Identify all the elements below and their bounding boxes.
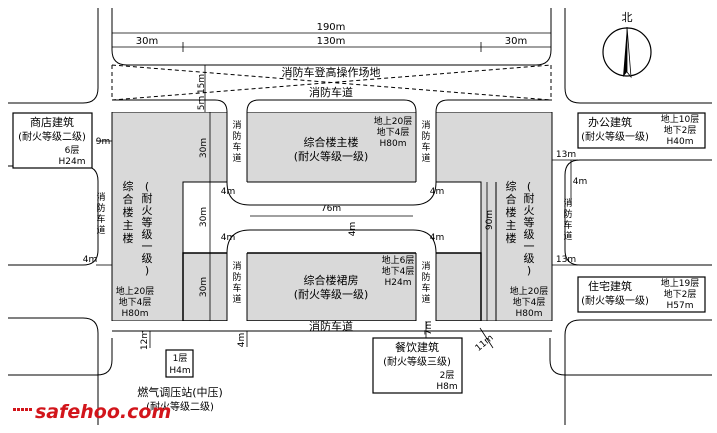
main-tower-top-name: 综合楼主楼 (304, 135, 359, 149)
right-tower-height: H80m (516, 309, 543, 319)
dim-130m: 130m (317, 36, 346, 47)
main-tower-top-height: H80m (380, 139, 407, 149)
housing-building: 住宅建筑 (耐火等级一级) 地上19层 地下2层 H57m (577, 276, 706, 313)
housing-height: H57m (667, 301, 694, 311)
housing-floors-b: 地下2层 (664, 288, 697, 300)
main-tower-top-grade: (耐火等级一级) (294, 149, 369, 163)
office-floors-b: 地下2层 (664, 124, 697, 136)
dim-4m-tl: 4m (221, 187, 236, 197)
main-tower-top-floors-a: 地上20层 (374, 115, 412, 127)
dim-4m-right: 4m (573, 177, 588, 187)
right-tower-floors-a: 地上20层 (510, 285, 548, 297)
left-tower-floors-b: 地下4层 (119, 296, 152, 308)
office-floors-a: 地上10层 (661, 113, 699, 125)
fire-lane-top-label: 消防车道 (309, 85, 353, 99)
dim-30m-top: 30m (199, 138, 209, 158)
lane-right-label: 消防车道 (563, 197, 572, 242)
watermark-text: safehoo.com (35, 401, 171, 423)
left-tower-name: 综合楼主楼 (123, 179, 134, 245)
gas-floors: 1层 (173, 353, 188, 364)
restaurant-building: 餐饮建筑 (耐火等级三级) 2层 H8m (372, 337, 463, 394)
housing-grade: (耐火等级一级) (581, 294, 649, 307)
left-tower-floors-a: 地上20层 (116, 285, 154, 297)
gas-height: H4m (169, 366, 190, 376)
dim-30m-right: 30m (505, 36, 527, 47)
shop-floors: 6层 (65, 145, 80, 156)
shop-height: H24m (59, 157, 86, 167)
dim-76m: 76m (321, 204, 341, 214)
podium-grade: (耐火等级一级) (294, 287, 369, 301)
housing-name: 住宅建筑 (588, 279, 632, 293)
dim-9m: 9m (96, 137, 111, 147)
right-tower-name: 综合楼主楼 (506, 179, 517, 245)
shop-building: 商店建筑 (耐火等级二级) 6层 H24m (12, 112, 93, 169)
fire-platform-dashes (111, 64, 552, 101)
shop-grade: (耐火等级二级) (18, 130, 86, 143)
dim-90m: 90m (485, 210, 495, 230)
podium-name: 综合楼裙房 (304, 273, 359, 287)
dim-4m-center: 4m (348, 222, 358, 237)
right-tower-grade: (耐火等级一级) (524, 180, 535, 277)
dim-5m: 5m (197, 96, 207, 111)
dim-4m-mr: 4m (430, 233, 445, 243)
office-building: 办公建筑 (耐火等级一级) 地上10层 地下2层 H40m (577, 112, 706, 149)
office-grade: (耐火等级一级) (581, 130, 649, 143)
dim-4m-ml: 4m (221, 233, 236, 243)
north-label: 北 (622, 11, 633, 24)
dim-7m: 7m (424, 321, 434, 336)
lane-v3-label: 消防车道 (232, 260, 241, 305)
north-arrow: 北 (602, 11, 652, 79)
dim-30m-mid: 30m (199, 207, 209, 227)
dim-4m-tr: 4m (430, 187, 445, 197)
fire-platform-label: 消防车登高操作场地 (282, 65, 381, 79)
lane-v4-label: 消防车道 (421, 260, 430, 305)
dim-13m-a: 13m (556, 150, 576, 160)
restaurant-name: 餐饮建筑 (395, 340, 439, 354)
main-site (105, 99, 559, 332)
restaurant-floors: 2层 (440, 370, 455, 381)
right-tower-floors-b: 地下4层 (513, 296, 546, 308)
gas-name: 燃气调压站(中压) (137, 385, 223, 399)
restaurant-grade: (耐火等级三级) (383, 355, 451, 368)
left-tower-grade: (耐火等级一级) (142, 180, 153, 277)
lane-v1-label: 消防车道 (232, 119, 241, 164)
podium-floors-b: 地下4层 (382, 265, 415, 277)
gas-station: 1层 H4m 燃气调压站(中压) (耐火等级二级) (137, 349, 223, 413)
dim-4m-bottom: 4m (237, 333, 247, 348)
left-tower-height: H80m (122, 309, 149, 319)
dim-15m: 15m (197, 74, 207, 94)
office-height: H40m (667, 137, 694, 147)
dim-11m: 11m (474, 333, 496, 354)
dim-13m-b: 13m (556, 255, 576, 265)
shop-name: 商店建筑 (30, 115, 74, 129)
office-name: 办公建筑 (588, 115, 632, 129)
dim-190m: 190m (317, 22, 346, 33)
podium-height: H24m (385, 278, 412, 288)
lane-v2-label: 消防车道 (421, 119, 430, 164)
gas-grade: (耐火等级二级) (146, 400, 214, 413)
dim-30m-left: 30m (136, 36, 158, 47)
dim-4m-left: 4m (83, 255, 98, 265)
restaurant-height: H8m (436, 382, 457, 392)
main-tower-top-floors-b: 地下4层 (377, 126, 410, 138)
dim-12m: 12m (140, 330, 150, 350)
watermark: safehoo.com (13, 401, 171, 423)
housing-floors-a: 地上19层 (661, 277, 699, 289)
dim-30m-bottom: 30m (199, 277, 209, 297)
podium-floors-a: 地上6层 (382, 254, 415, 266)
fire-lane-bottom-label: 消防车道 (309, 319, 353, 333)
lane-left-label: 消防车道 (96, 191, 105, 236)
